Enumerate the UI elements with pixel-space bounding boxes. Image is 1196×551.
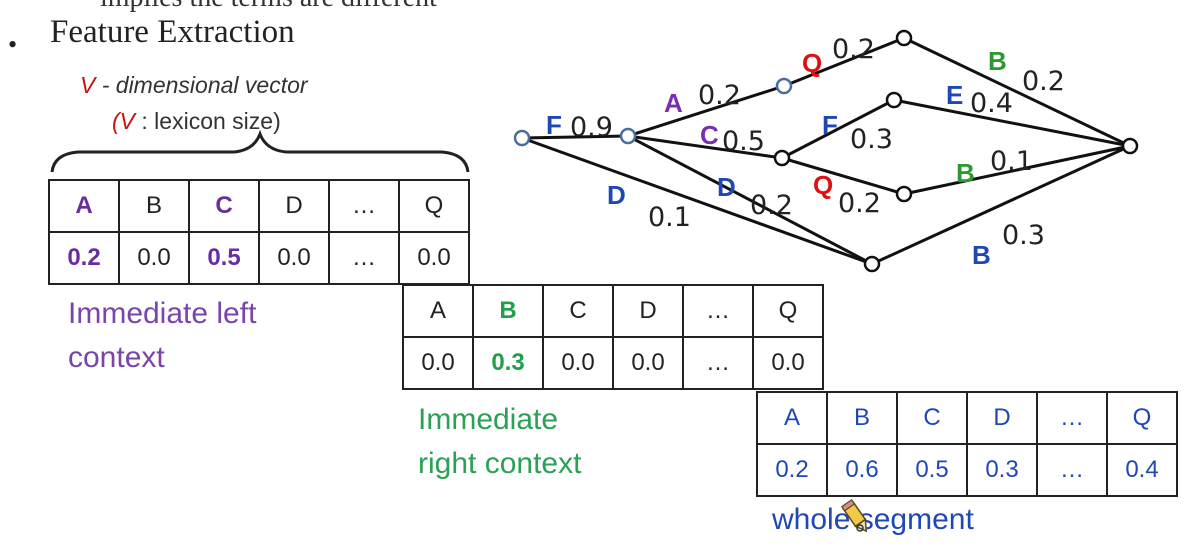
table-cell: 0.3 (472, 336, 544, 390)
table-cell: 0.0 (258, 231, 330, 285)
edge-probability: 0.9 (570, 112, 613, 143)
edge-probability: 0.2 (750, 190, 793, 221)
table-cell: Q (1106, 391, 1178, 445)
table-cell: 0.5 (188, 231, 260, 285)
table-cell: A (48, 179, 120, 233)
edge-symbol: D (607, 180, 626, 210)
table-row: 0.0 0.3 0.0 0.0 … 0.0 (402, 336, 824, 390)
table-cell: D (612, 284, 684, 338)
table-cell: C (188, 179, 260, 233)
table-cell: … (328, 231, 400, 285)
table-cell: A (402, 284, 474, 338)
lexicon-v-symbol: V (119, 108, 136, 134)
paren-open: ( (112, 108, 120, 134)
lattice-node (895, 29, 913, 47)
lattice-node (895, 185, 913, 203)
vector-v-symbol: V (80, 72, 96, 98)
table-header-row: A B C D … Q (48, 179, 470, 233)
lattice-node (619, 127, 637, 145)
vector-note-line2: (V : lexicon size) (112, 108, 281, 135)
edge-probability: 0.3 (850, 124, 893, 155)
edge-symbol: Q (802, 48, 822, 78)
edge-symbol: F (822, 110, 838, 140)
table-cell: 0.0 (118, 231, 190, 285)
table-cell: … (1036, 391, 1108, 445)
bullet-dot: • (8, 30, 18, 59)
table-cell: … (1036, 443, 1108, 497)
table-cell: 0.0 (542, 336, 614, 390)
table-cell: B (826, 391, 898, 445)
table-cell: … (682, 284, 754, 338)
section-heading: Feature Extraction (50, 14, 295, 50)
table-cell: 0.2 (756, 443, 828, 497)
table-cell: 0.4 (1106, 443, 1178, 497)
table-cell: Q (398, 179, 470, 233)
caption-line: Immediate (418, 403, 559, 436)
table-cell: C (542, 284, 614, 338)
top-partial-text: implies the terms are different (100, 0, 437, 14)
lattice-node (1121, 137, 1139, 155)
whole-segment-table: A B C D … Q 0.2 0.6 0.5 0.3 … 0.4 (756, 391, 1178, 497)
table-cell: 0.5 (896, 443, 968, 497)
vector-note-line1: V - dimensional vector (80, 72, 308, 99)
left-context-table: A B C D … Q 0.2 0.0 0.5 0.0 … 0.0 (48, 179, 470, 285)
table-cell: B (472, 284, 544, 338)
table-cell: 0.2 (48, 231, 120, 285)
lattice-node (513, 129, 531, 147)
table-cell: 0.3 (966, 443, 1038, 497)
edge-symbol: C (700, 120, 719, 150)
vector-note-text: - dimensional vector (95, 72, 308, 98)
edge-probability: 0.2 (838, 188, 881, 219)
whole-segment-caption: whole segment (772, 503, 974, 536)
table-cell: … (328, 179, 400, 233)
edge-probability: 0.3 (1002, 220, 1045, 251)
edge-probability: 0.2 (832, 34, 875, 65)
table-cell: D (258, 179, 330, 233)
pencil-cursor-icon (840, 498, 868, 533)
table-cell: 0.0 (398, 231, 470, 285)
edge-probability: 0.4 (970, 88, 1013, 119)
table-cell: 0.0 (612, 336, 684, 390)
edge-probability: 0.2 (1022, 66, 1065, 97)
lattice-node (775, 77, 793, 95)
table-row: 0.2 0.6 0.5 0.3 … 0.4 (756, 443, 1178, 497)
lattice-node (863, 255, 881, 273)
table-cell: B (118, 179, 190, 233)
right-context-caption: Immediate right context (418, 398, 678, 486)
table-header-row: A B C D … Q (756, 391, 1178, 445)
edge-probability: 0.5 (722, 126, 765, 157)
table-cell: … (682, 336, 754, 390)
lexicon-size-text: : lexicon size) (135, 108, 281, 134)
edge-symbol: B (956, 158, 975, 188)
edge-probability: 0.1 (990, 146, 1033, 177)
left-context-caption: Immediate left context (68, 292, 328, 380)
right-context-table: A B C D … Q 0.0 0.3 0.0 0.0 … 0.0 (402, 284, 824, 390)
edge-symbol: E (946, 80, 963, 110)
edge-probability: 0.2 (698, 80, 741, 111)
edge-symbol: Q (813, 170, 833, 200)
edge-symbol: B (988, 46, 1007, 76)
edge-symbol: F (546, 110, 562, 140)
edge-symbol: B (972, 240, 991, 270)
caption-line: Immediate left (68, 297, 257, 330)
edge-symbol: A (664, 88, 683, 118)
table-cell: C (896, 391, 968, 445)
edge-probability: 0.1 (648, 202, 691, 233)
lattice-node (773, 149, 791, 167)
table-cell: 0.0 (752, 336, 824, 390)
caption-line: right context (418, 447, 582, 480)
table-cell: A (756, 391, 828, 445)
table-cell: Q (752, 284, 824, 338)
table-row: 0.2 0.0 0.5 0.0 … 0.0 (48, 231, 470, 285)
curly-brace-icon (50, 130, 470, 173)
table-header-row: A B C D … Q (402, 284, 824, 338)
table-cell: 0.0 (402, 336, 474, 390)
edge-symbol: D (717, 172, 736, 202)
table-cell: D (966, 391, 1038, 445)
caption-line: context (68, 341, 165, 374)
table-cell: 0.6 (826, 443, 898, 497)
lattice-node (885, 91, 903, 109)
